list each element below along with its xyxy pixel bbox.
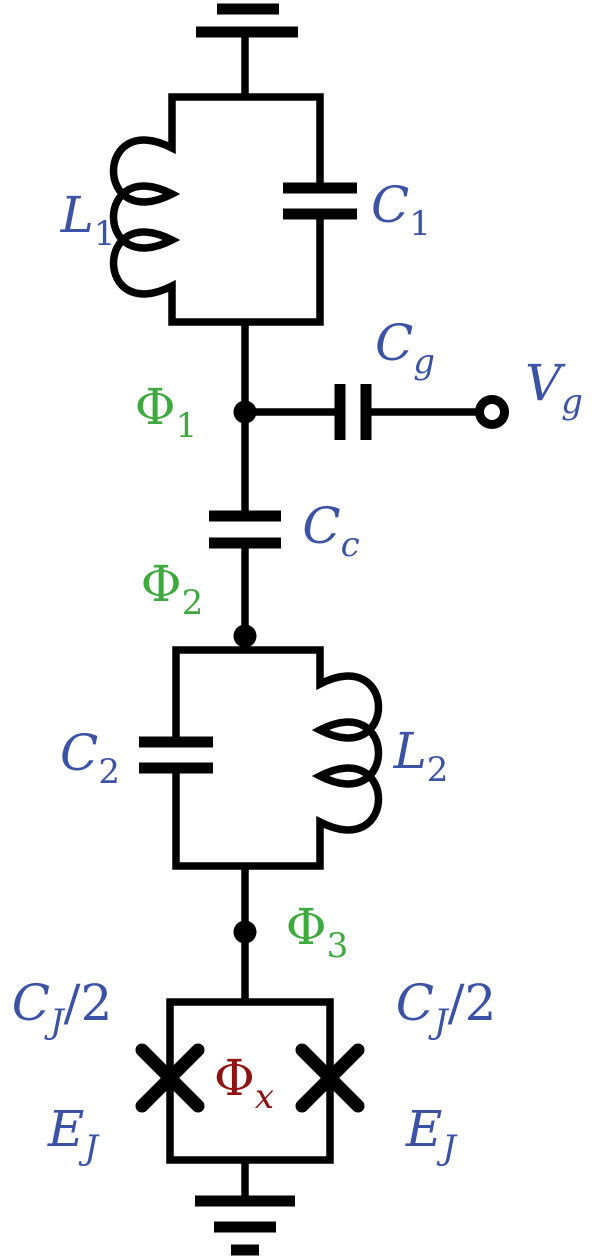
junction-right-cross-arm-2	[295, 1043, 365, 1113]
ground-symbol-top	[196, 3, 298, 97]
josephson-junction-right	[295, 1043, 365, 1113]
label-cj2-right: CJ/2	[396, 974, 497, 1042]
squid-loop	[135, 998, 365, 1164]
gate-branch	[251, 384, 509, 440]
node-phi2-dot	[233, 624, 257, 648]
label-phix: Φx	[214, 1049, 274, 1117]
resonator-1-loop	[109, 93, 357, 326]
label-ej-left: EJ	[47, 1100, 101, 1168]
junction-left-cross-arm-2	[135, 1043, 205, 1113]
ground-symbol-bottom	[195, 1160, 295, 1256]
label-C2: C2	[60, 724, 120, 792]
capacitor-Cc	[209, 510, 281, 549]
loop2-right-branch-with-inductor-L2	[245, 646, 383, 870]
label-phi3: Φ3	[286, 898, 349, 966]
label-phi2: Φ2	[141, 555, 204, 623]
loop1-right-branch	[245, 93, 324, 326]
label-Cc: Cc	[302, 497, 359, 565]
label-ej-right: EJ	[405, 1100, 459, 1168]
resonator-2-loop	[139, 646, 383, 870]
label-Vg: Vg	[525, 354, 583, 422]
loop1-left-branch-with-inductor-L1	[109, 93, 245, 326]
circuit-ink	[109, 3, 509, 1256]
node-phi3-dot	[233, 920, 257, 944]
label-L2: L2	[393, 722, 449, 790]
loop2-left-branch	[172, 646, 245, 870]
label-phi1: Φ1	[135, 378, 198, 446]
label-cj2-left: CJ/2	[12, 974, 113, 1042]
label-C1: C1	[371, 176, 431, 244]
josephson-junction-left	[135, 1043, 205, 1113]
terminal-Vg-circle	[475, 395, 509, 429]
label-Cg: Cg	[375, 314, 435, 382]
label-L1: L1	[60, 186, 116, 254]
node-phi1-dot	[233, 400, 257, 424]
